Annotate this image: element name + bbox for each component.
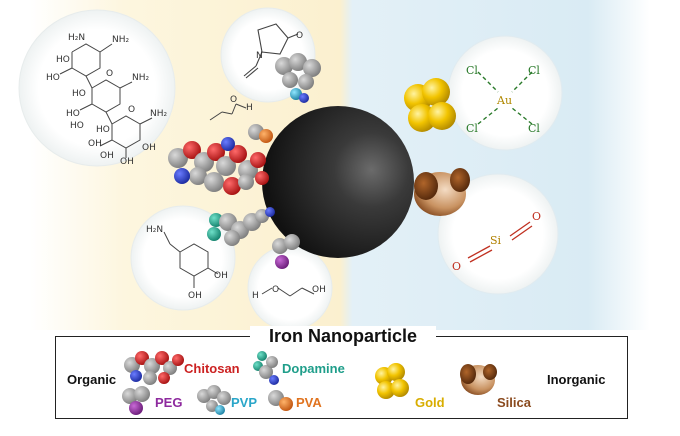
- chitosan-atom-label: HO: [72, 89, 86, 99]
- chitosan-atom-label: NH₂: [132, 73, 150, 83]
- legend-pvp-icon: [197, 385, 231, 415]
- silica-ligand-cluster: [414, 168, 470, 216]
- gold-ligand-label: Cl: [466, 64, 478, 77]
- silica-structure-bubble: O Si O: [437, 173, 559, 295]
- pva-ligand-cluster: [248, 124, 273, 143]
- chitosan-atom-label: OH: [88, 139, 102, 149]
- chitosan-atom-label: HO: [66, 109, 80, 119]
- legend-organic-label: Organic: [67, 372, 117, 387]
- chitosan-atom-label: HO: [46, 73, 60, 83]
- pva-oxygen-label: O: [230, 95, 237, 105]
- legend-peg-label: PEG: [155, 395, 183, 410]
- legend-inorganic-label: Inorganic: [547, 372, 606, 387]
- peg-oxygen-label: O: [272, 285, 279, 295]
- gold-ligand-label: Cl: [466, 122, 478, 135]
- legend-chitosan-label: Chitosan: [184, 361, 240, 376]
- legend-pva-icon: [268, 390, 293, 411]
- chitosan-atom-label: H₂N: [68, 33, 85, 43]
- pvp-nitrogen-label: N: [256, 51, 263, 61]
- peg-structure-bubble: H O OH: [247, 245, 333, 331]
- silica-oxygen-label: O: [532, 210, 541, 223]
- chitosan-atom-label: O: [128, 105, 135, 115]
- legend-gold-label: Gold: [415, 395, 445, 410]
- legend-dopamine-label: Dopamine: [282, 361, 345, 376]
- dopamine-hydroxyl-label: OH: [188, 291, 202, 301]
- chitosan-atom-label: NH₂: [112, 35, 130, 45]
- chitosan-atom-label: HO: [96, 125, 110, 135]
- legend-peg-icon: [122, 386, 150, 415]
- chitosan-atom-label: HO: [70, 121, 84, 131]
- peg-hydroxyl-label: OH: [312, 285, 326, 295]
- pva-structure: O H: [209, 95, 253, 121]
- pvp-ligand-cluster: [275, 53, 321, 103]
- legend-pvp-label: PVP: [231, 395, 258, 410]
- chitosan-ligand-cluster: [168, 137, 269, 195]
- chitosan-atom-label: HO: [56, 55, 70, 65]
- silica-oxygen-label: O: [452, 260, 461, 273]
- legend-chitosan-icon: [124, 351, 184, 385]
- legend-silica-label: Silica: [497, 395, 531, 410]
- legend-pva-label: PVA: [296, 395, 322, 410]
- pvp-oxygen-label: O: [296, 31, 303, 41]
- peg-hydrogen-label: H: [252, 291, 259, 301]
- dopamine-ligand-cluster: [207, 207, 275, 246]
- dopamine-amine-label: H₂N: [146, 225, 163, 235]
- chitosan-structure-bubble: H₂N HO HO NH₂ HO O HO HO NH₂ OH OH O HO …: [18, 9, 176, 167]
- gold-ligand-label: Cl: [528, 64, 540, 77]
- diagram-title: Iron Nanoparticle: [250, 326, 436, 346]
- chitosan-atom-label: OH: [142, 143, 156, 153]
- gold-complex-bubble: Cl Cl Cl Cl Au: [447, 35, 563, 151]
- legend-silica-icon: [460, 364, 497, 395]
- silica-silicon-label: Si: [490, 234, 502, 247]
- chitosan-atom-label: NH₂: [150, 109, 168, 119]
- iron-nanoparticle-core: [262, 106, 414, 258]
- peg-ligand-cluster: [272, 234, 300, 269]
- legend-dopamine-icon: [253, 351, 279, 385]
- chitosan-atom-label: OH: [120, 157, 134, 167]
- legend-gold-icon: [375, 363, 409, 399]
- dopamine-hydroxyl-label: OH: [214, 271, 228, 281]
- gold-center-label: Au: [496, 94, 512, 107]
- gold-ligand-cluster: [404, 78, 456, 132]
- chitosan-atom-label: OH: [100, 151, 114, 161]
- gold-ligand-label: Cl: [528, 122, 540, 135]
- pva-hydrogen-label: H: [246, 103, 253, 113]
- legend-box: [55, 336, 628, 419]
- chitosan-atom-label: O: [106, 69, 113, 79]
